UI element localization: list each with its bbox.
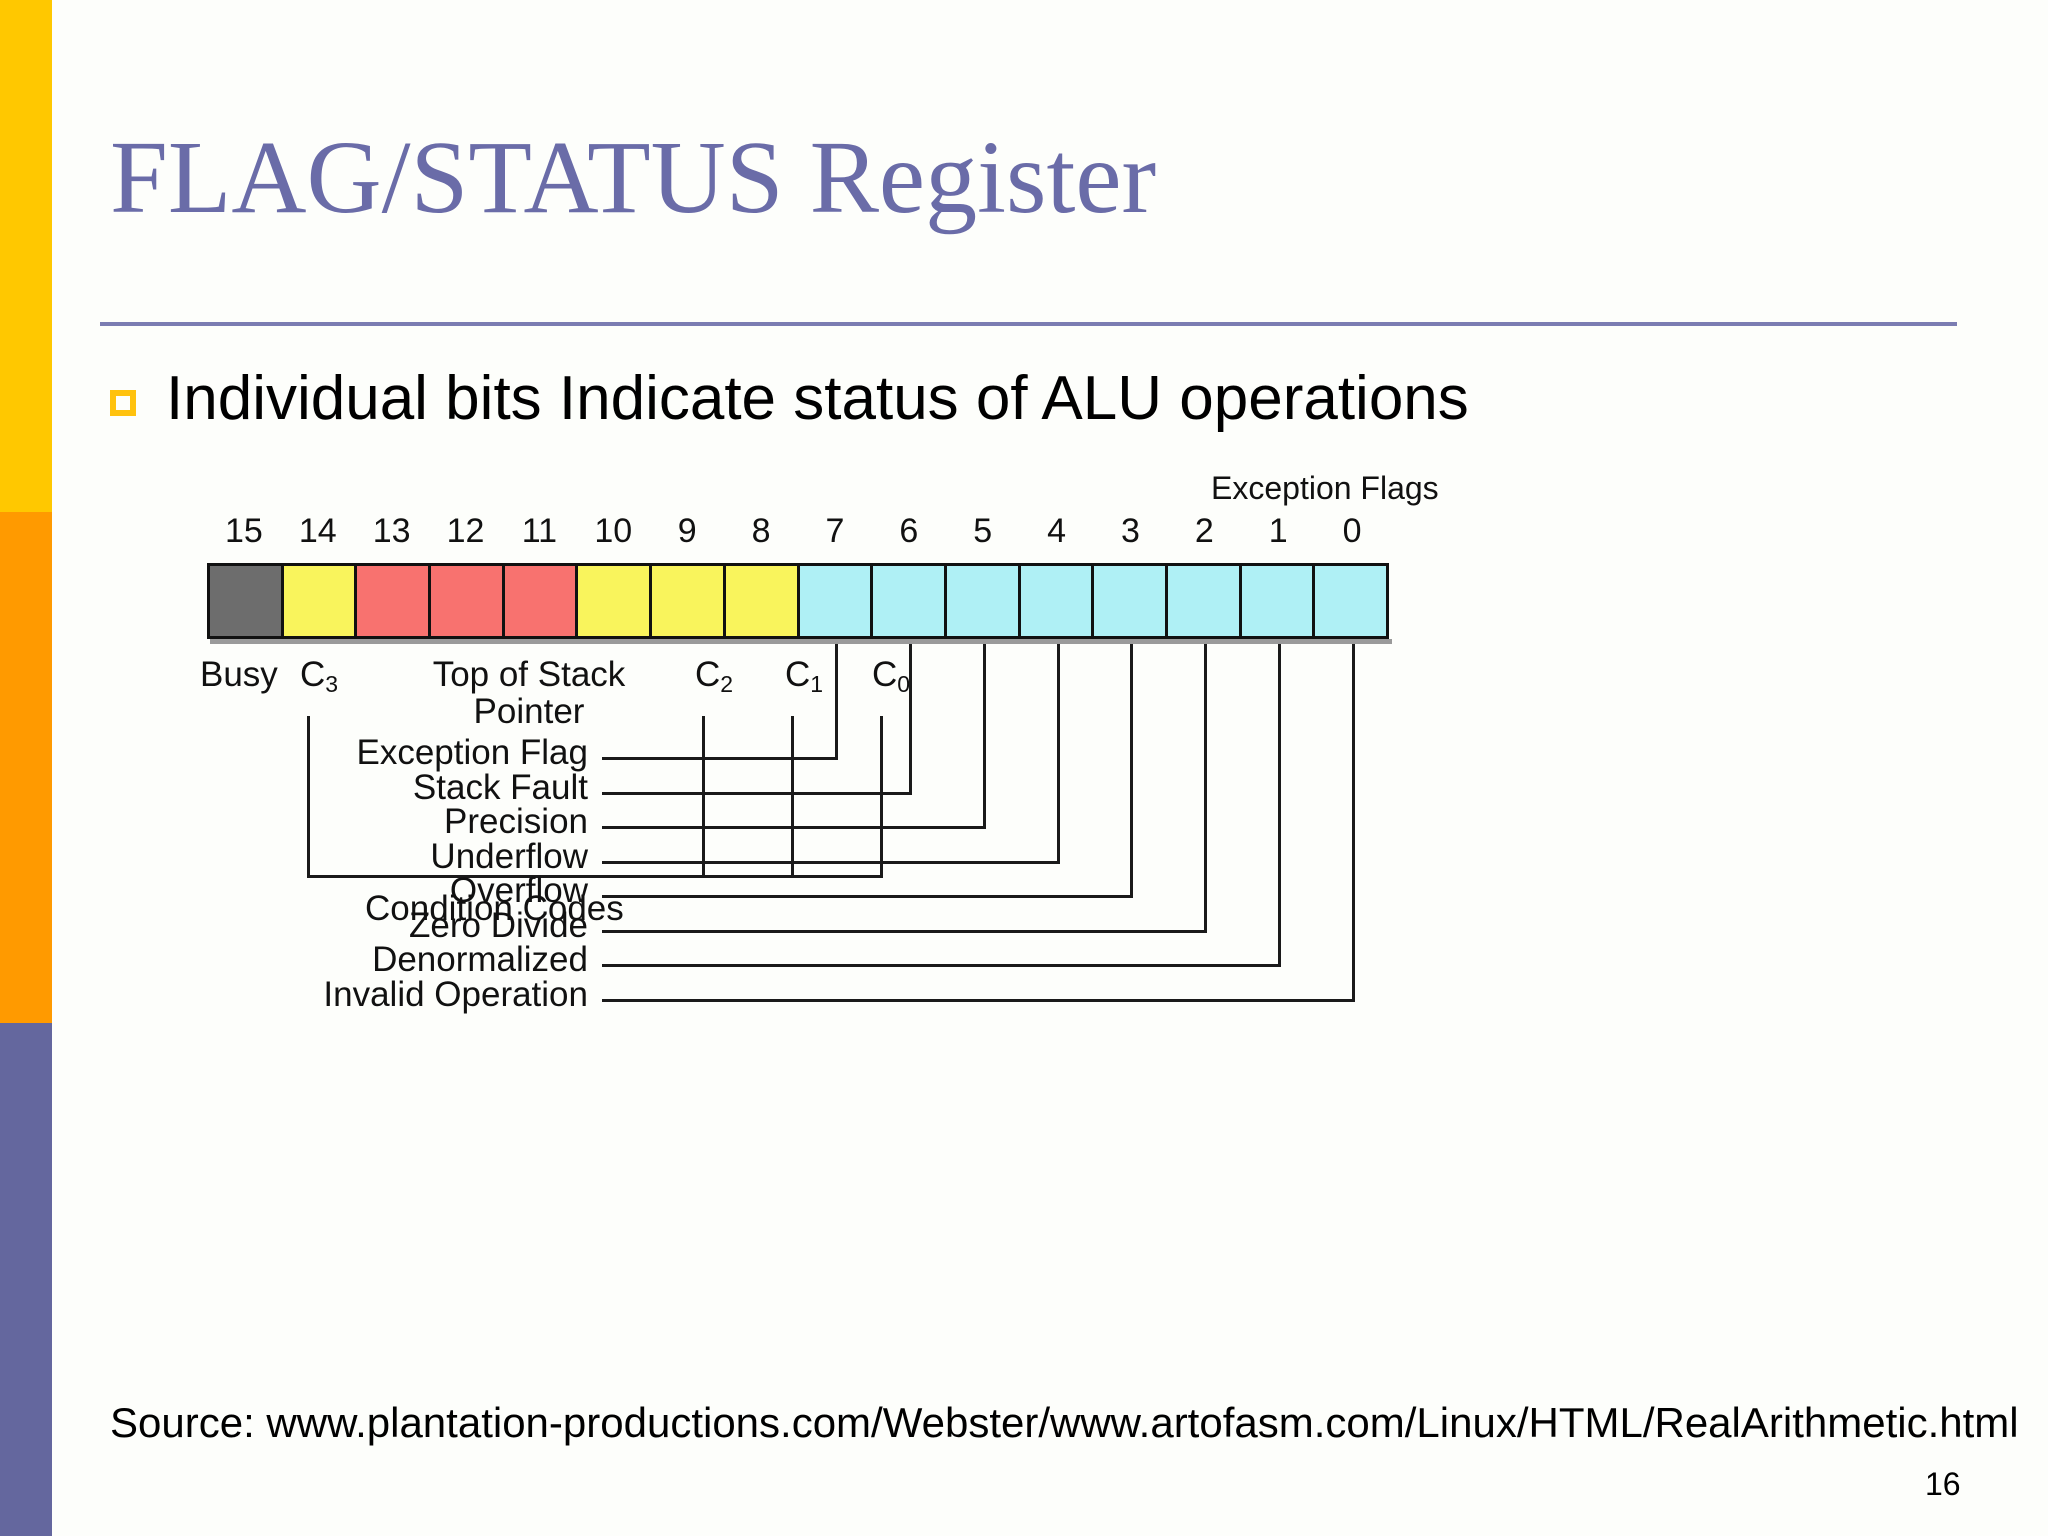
leader-vertical-bit-1 xyxy=(1278,644,1282,964)
leader-horizontal-bit-5 xyxy=(602,826,986,829)
exception-flag-label-bit-2: Zero Divide xyxy=(409,905,588,945)
register-cell-bit-11 xyxy=(504,566,579,636)
bit-number-5: 5 xyxy=(973,512,993,550)
bullet-list-item: Individual bits Indicate status of ALU o… xyxy=(110,368,1469,430)
rail-band-orange xyxy=(0,512,52,1023)
field-label-c3: C3 xyxy=(300,655,339,697)
bit-number-0: 0 xyxy=(1342,512,1362,550)
leader-vertical-bit-6 xyxy=(908,644,912,792)
field-label-c1: C1 xyxy=(785,655,824,697)
exception-flag-label-bit-4: Underflow xyxy=(430,836,588,876)
bit-number-1: 1 xyxy=(1268,512,1288,550)
condition-codes-label: Condition Codes xyxy=(365,889,624,928)
title-divider xyxy=(100,322,1957,326)
register-cell-bit-10 xyxy=(578,566,653,636)
register-bit-cells xyxy=(207,563,1389,639)
register-cell-bit-8 xyxy=(725,566,800,636)
bit-number-4: 4 xyxy=(1047,512,1067,550)
condition-code-leader-c1 xyxy=(791,716,794,878)
exception-flag-label-bit-0: Invalid Operation xyxy=(323,974,588,1014)
leader-horizontal-bit-0 xyxy=(602,998,1356,1002)
exception-flags-heading: Exception Flags xyxy=(1211,470,1439,506)
condition-code-leader-c0 xyxy=(880,716,883,878)
leader-vertical-bit-7 xyxy=(834,644,838,757)
bit-number-13: 13 xyxy=(372,512,411,550)
leader-vertical-bit-2 xyxy=(1204,644,1208,930)
rail-band-purple xyxy=(0,1023,52,1536)
register-cell-bit-0 xyxy=(1315,566,1386,636)
register-cell-bit-14 xyxy=(283,566,358,636)
page-title: FLAG/STATUS Register xyxy=(110,120,1157,235)
bit-number-10: 10 xyxy=(594,512,633,550)
bullet-item-label: Individual bits Indicate status of ALU o… xyxy=(166,364,1469,433)
exception-flag-label-bit-7: Exception Flag xyxy=(356,733,588,772)
leader-vertical-bit-0 xyxy=(1352,644,1356,999)
condition-code-leader-c3 xyxy=(307,716,310,878)
bit-number-15: 15 xyxy=(225,512,263,550)
field-label-c0: C0 xyxy=(872,655,911,697)
register-cell-bit-6 xyxy=(873,566,947,636)
slide-accent-rail xyxy=(0,0,52,1536)
leader-horizontal-bit-6 xyxy=(602,791,912,795)
leader-vertical-bit-4 xyxy=(1056,644,1060,861)
leader-horizontal-bit-1 xyxy=(602,964,1282,967)
register-cell-bit-4 xyxy=(1020,566,1095,636)
exception-flag-label-bit-3: Overflow xyxy=(449,871,588,910)
bit-number-6: 6 xyxy=(899,512,919,550)
bit-number-2: 2 xyxy=(1194,512,1214,550)
slide-number: 16 xyxy=(1925,1466,1961,1502)
bit-number-14: 14 xyxy=(298,512,337,550)
square-bullet-icon xyxy=(110,390,136,416)
register-shadow xyxy=(210,639,1392,644)
bit-number-12: 12 xyxy=(446,512,485,550)
register-cell-bit-13 xyxy=(357,566,432,636)
register-cell-bit-12 xyxy=(431,566,505,636)
bit-number-11: 11 xyxy=(521,512,558,550)
bit-number-8: 8 xyxy=(751,512,771,550)
bit-number-9: 9 xyxy=(677,512,697,550)
rail-band-yellow xyxy=(0,0,52,512)
leader-vertical-bit-3 xyxy=(1130,644,1134,895)
condition-code-bracket-bar xyxy=(307,875,883,878)
register-cell-bit-7 xyxy=(799,566,874,636)
register-cell-bit-5 xyxy=(946,566,1021,636)
register-cell-bit-15 xyxy=(210,566,284,636)
leader-vertical-bit-5 xyxy=(982,644,986,826)
exception-flag-label-bit-1: Denormalized xyxy=(372,940,588,979)
leader-horizontal-bit-7 xyxy=(602,757,838,760)
bit-number-7: 7 xyxy=(825,512,845,550)
register-cell-bit-9 xyxy=(652,566,726,636)
leader-horizontal-bit-2 xyxy=(602,929,1208,933)
leader-horizontal-bit-3 xyxy=(602,895,1134,898)
register-cell-bit-3 xyxy=(1094,566,1168,636)
source-citation: Source: www.plantation-productions.com/W… xyxy=(110,1399,2019,1446)
field-label-c2: C2 xyxy=(695,655,734,697)
condition-code-leader-c2 xyxy=(702,716,705,878)
bit-number-3: 3 xyxy=(1120,512,1140,550)
field-label-busy: Busy xyxy=(200,655,278,694)
exception-flag-label-bit-5: Precision xyxy=(444,802,588,841)
field-label-top-of-stack-pointer: Top of Stack Pointer xyxy=(432,655,626,732)
register-cell-bit-1 xyxy=(1241,566,1316,636)
exception-flag-label-bit-6: Stack Fault xyxy=(412,767,588,807)
leader-horizontal-bit-4 xyxy=(602,860,1060,864)
register-cell-bit-2 xyxy=(1167,566,1242,636)
